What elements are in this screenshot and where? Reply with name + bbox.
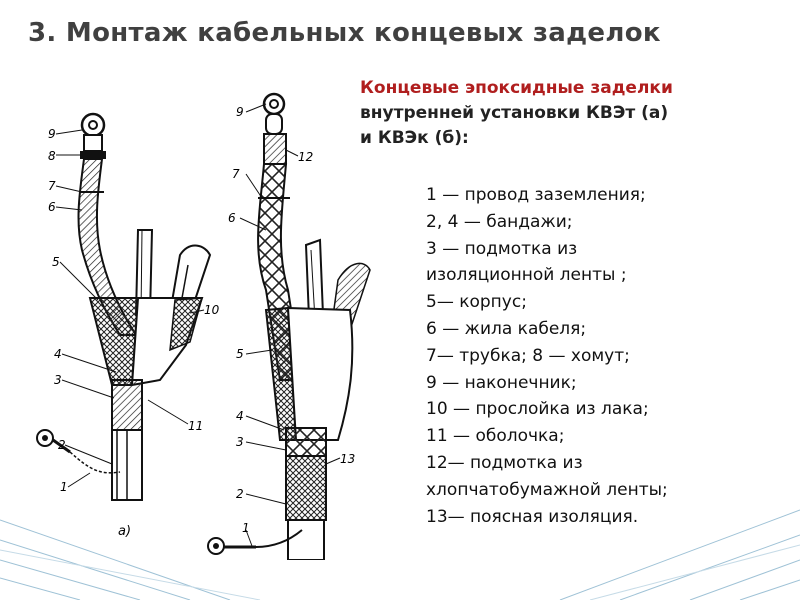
label-a-3: 3 bbox=[54, 373, 62, 387]
legend-item: 10 — прослойка из лака; bbox=[426, 399, 649, 420]
legend-item: 7— трубка; 8 — хомут; bbox=[426, 345, 630, 366]
label-a-8: 8 bbox=[48, 149, 56, 163]
label-a-9: 9 bbox=[48, 127, 56, 141]
legend-item: 11 — оболочка; bbox=[426, 426, 565, 447]
label-b-12: 12 bbox=[298, 150, 313, 164]
parts-legend: 1 — провод заземления; 2, 4 — бандажи; 3… bbox=[426, 182, 786, 530]
caption-line-3: и КВЭк (б): bbox=[360, 128, 469, 148]
decorative-corner-lines bbox=[0, 509, 800, 600]
legend-item: 1 — провод заземления; bbox=[426, 185, 646, 205]
label-a-7: 7 bbox=[48, 179, 56, 193]
legend-item: 5— корпус; bbox=[426, 292, 527, 313]
legend-item: 9 — наконечник; bbox=[426, 372, 577, 393]
label-a-6: 6 bbox=[48, 200, 56, 214]
legend-item: 6 — жила кабеля; bbox=[426, 318, 587, 339]
label-a-1: 1 bbox=[60, 480, 68, 494]
label-b-9: 9 bbox=[236, 105, 244, 119]
figure-a: 9 8 7 6 5 4 3 2 1 10 11 а) bbox=[36, 112, 220, 539]
label-b-1: 1 bbox=[242, 521, 250, 535]
label-b-2: 2 bbox=[236, 487, 244, 501]
caption-a: а) bbox=[118, 524, 131, 539]
label-b-5: 5 bbox=[236, 347, 244, 361]
caption-line-1: Концевые эпоксидные заделки bbox=[360, 78, 673, 98]
label-b-7: 7 bbox=[232, 167, 240, 181]
figure-caption: Концевые эпоксидные заделки внутренней у… bbox=[360, 76, 780, 151]
caption-line-2: внутренней установки КВЭт (а) bbox=[360, 103, 669, 123]
legend-item: 2, 4 — бандажи; bbox=[426, 211, 573, 232]
label-a-5: 5 bbox=[52, 255, 60, 269]
label-b-6: 6 bbox=[228, 211, 236, 225]
label-b-3: 3 bbox=[236, 435, 244, 449]
label-a-2: 2 bbox=[58, 438, 66, 452]
label-b-13: 13 bbox=[340, 452, 355, 466]
figure-b: 9 12 7 6 5 4 3 13 2 1 bbox=[207, 92, 371, 561]
legend-item: изоляционной ленты ; bbox=[426, 265, 627, 286]
cable-termination-drawing: 9 8 7 6 5 4 3 2 1 10 11 а) bbox=[20, 80, 372, 561]
legend-item: 13— поясная изоляция. bbox=[426, 506, 639, 527]
legend-item: 3 — подмотка из bbox=[426, 238, 578, 259]
label-a-4: 4 bbox=[54, 347, 62, 361]
label-a-11: 11 bbox=[188, 419, 203, 433]
legend-item: хлопчатобумажной ленты; bbox=[426, 479, 668, 500]
label-a-10: 10 bbox=[204, 303, 220, 317]
label-b-4: 4 bbox=[236, 409, 244, 423]
slide-title: 3. Монтаж кабельных концевых заделок bbox=[28, 18, 661, 48]
legend-item: 12— подмотка из bbox=[426, 452, 583, 473]
